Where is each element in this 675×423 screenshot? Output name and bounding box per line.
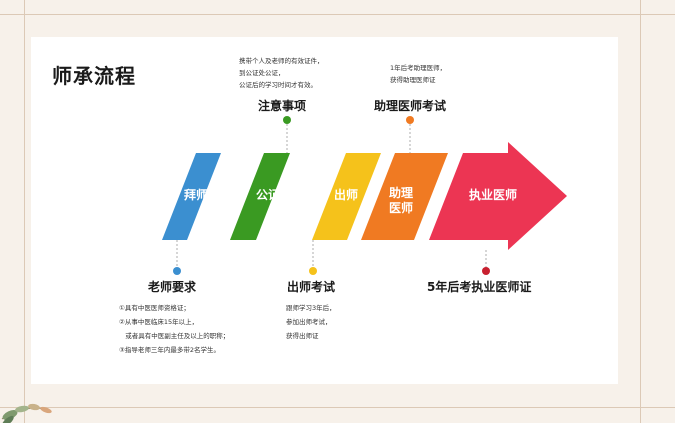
bottom-heading-2: 出师考试 xyxy=(287,280,336,294)
guide-line-top xyxy=(0,14,675,15)
top-note-2-line-2: 获得助理医师证 xyxy=(390,76,436,84)
stage-label-4: 助理 医师 xyxy=(388,186,413,215)
bottom-note-1-line-2: ②从事中医临床15年以上， xyxy=(119,318,199,326)
top-heading-2: 助理医师考试 xyxy=(374,99,447,113)
bottom-note-2-line-3: 获得出师证 xyxy=(286,332,319,340)
leaf-decoration-icon xyxy=(1,403,52,423)
top-note-1-line-2: 到公证处公证， xyxy=(239,69,285,77)
bottom-note-1-line-1: ①具有中医医师资格证； xyxy=(119,304,190,312)
dot-bottom-2 xyxy=(309,267,317,275)
page-title: 师承流程 xyxy=(52,64,136,88)
dot-top-1 xyxy=(283,116,291,124)
stage-label-3: 出师 xyxy=(333,188,358,202)
bottom-note-2-line-2: 参加出师考试， xyxy=(286,318,332,326)
top-heading-1: 注意事项 xyxy=(258,99,307,113)
bottom-note-1-line-3: 或者具有中医副主任及以上的职称； xyxy=(119,332,230,340)
bottom-heading-3: 5年后考执业医师证 xyxy=(427,280,532,294)
bottom-note-2-line-1: 跟师学习3年后， xyxy=(286,304,336,312)
dot-bottom-3 xyxy=(482,267,490,275)
top-note-2-line-1: 1年后考助理医师， xyxy=(390,64,447,72)
stage-shape-2 xyxy=(230,153,290,240)
stage-shape-4 xyxy=(361,153,448,240)
stage-label-2: 公证 xyxy=(255,188,280,202)
stage-shape-1 xyxy=(162,153,221,240)
stage-label-1: 拜师 xyxy=(183,188,208,202)
dot-top-2 xyxy=(406,116,414,124)
guide-line-bottom xyxy=(0,407,675,408)
stage-shape-5 xyxy=(429,142,567,250)
stage-label-5: 执业医师 xyxy=(468,188,517,202)
top-note-1-line-1: 携带个人及老师的有效证件， xyxy=(239,57,324,65)
dot-bottom-1 xyxy=(173,267,181,275)
guide-line-left xyxy=(24,0,25,423)
top-note-1-line-3: 公证后的学习时间才有效。 xyxy=(239,81,317,89)
guide-line-right xyxy=(640,0,641,423)
bottom-note-1-line-4: ③指导老师三年内最多带2名学生。 xyxy=(119,346,220,354)
bottom-heading-1: 老师要求 xyxy=(148,280,197,294)
stage-shape-3 xyxy=(312,153,381,240)
